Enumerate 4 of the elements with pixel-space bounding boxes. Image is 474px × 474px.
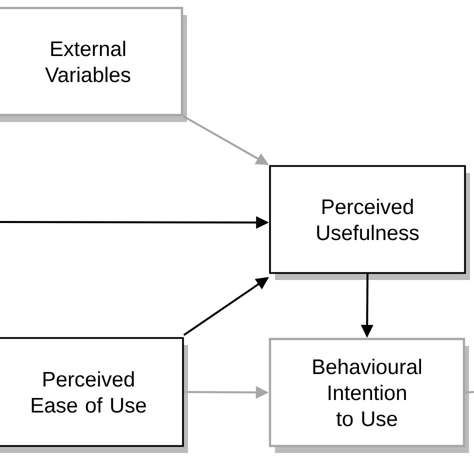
concept-box: Perceived Ease of Use <box>0 337 188 453</box>
concept-box: Behavioural Intention to Use <box>268 338 469 453</box>
concept-box: Perceived Usefulness <box>269 165 470 280</box>
concept-box: External Variables <box>0 6 187 122</box>
